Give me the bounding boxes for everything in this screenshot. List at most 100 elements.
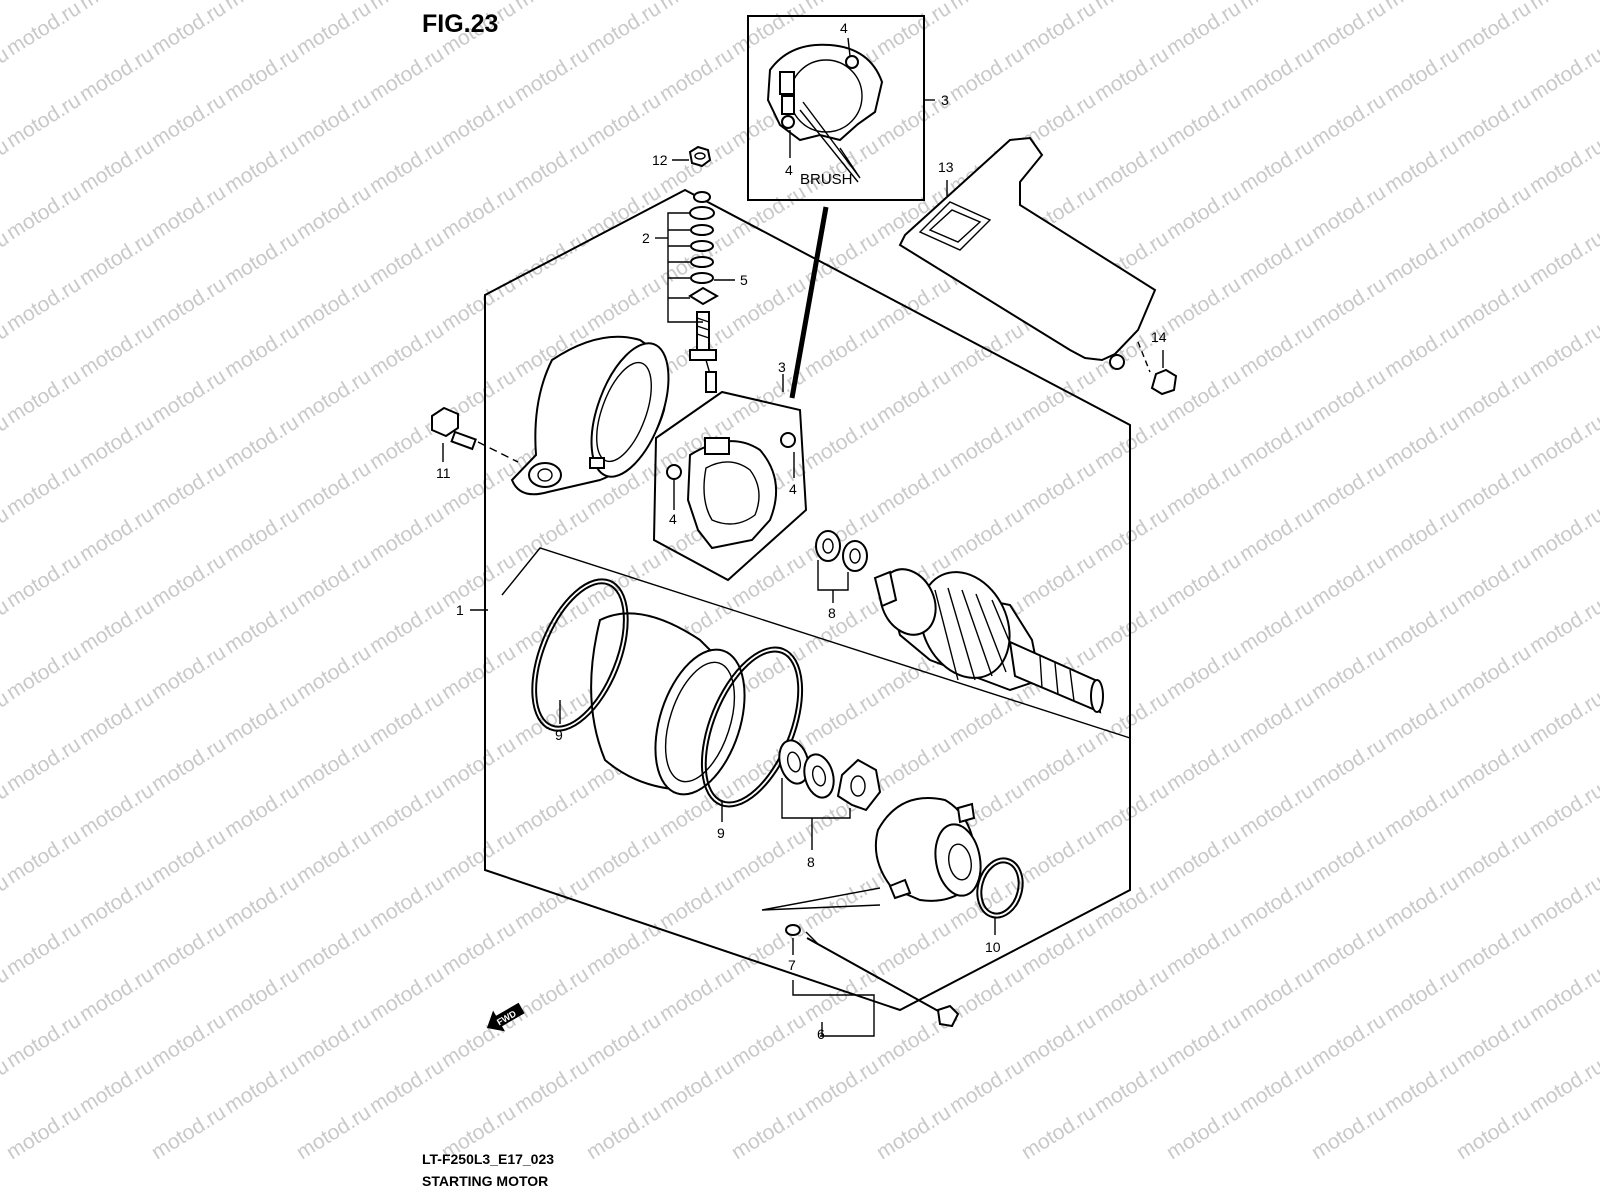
label-7: 7 — [788, 957, 796, 973]
watermark-text: motod.ru — [727, 825, 809, 888]
watermark-text: motod.ru — [220, 135, 302, 198]
watermark-text: motod.ru — [510, 503, 592, 566]
label-14: 14 — [1151, 329, 1167, 345]
watermark-text: motod.ru — [1452, 181, 1534, 244]
watermark-text: motod.ru — [75, 319, 157, 382]
watermark-text: motod.ru — [75, 411, 157, 474]
watermark-text: motod.ru — [872, 917, 954, 980]
watermark-text: motod.ru — [2, 549, 84, 612]
label-2: 2 — [642, 230, 650, 246]
watermark-text: motod.ru — [147, 733, 229, 796]
watermark-text: motod.ru — [2, 825, 84, 888]
watermark-text: motod.ru — [510, 687, 592, 750]
watermark-text: motod.ru — [1090, 1055, 1172, 1118]
watermark-text: motod.ru — [365, 687, 447, 750]
watermark-text: motod.ru — [582, 1009, 664, 1072]
watermark-text: motod.ru — [510, 135, 592, 198]
watermark-text: motod.ru — [1235, 0, 1317, 14]
watermark-text: motod.ru — [1090, 595, 1172, 658]
watermark-text: motod.ru — [147, 549, 229, 612]
watermark-text: motod.ru — [292, 457, 374, 520]
watermark-text: motod.ru — [800, 687, 882, 750]
watermark-text: motod.ru — [1380, 687, 1462, 750]
watermark-text: motod.ru — [655, 0, 737, 14]
inset-leader-4-top — [847, 37, 851, 57]
watermark-text: motod.ru — [1162, 457, 1244, 520]
watermark-text: motod.ru — [510, 595, 592, 658]
watermark-text: motod.ru — [220, 227, 302, 290]
watermark-text: motod.ru — [220, 871, 302, 934]
watermark-text: motod.ru — [147, 0, 229, 60]
watermark-text: motod.ru — [2, 1009, 84, 1072]
watermark-text: motod.ru — [292, 825, 374, 888]
watermark-text: motod.ru — [1162, 0, 1244, 60]
watermark-text: motod.ru — [220, 595, 302, 658]
watermark-text: motod.ru — [1525, 135, 1600, 198]
inset-brush-bottom — [781, 95, 795, 115]
watermark-text: motod.ru — [147, 365, 229, 428]
watermark-text: motod.ru — [1017, 365, 1099, 428]
watermark-text: motod.ru — [75, 871, 157, 934]
part-6-through-bolt: 7 6 — [761, 887, 960, 1042]
watermark-text: motod.ru — [2, 0, 84, 60]
watermark-text: motod.ru — [1235, 43, 1317, 106]
watermark-text: motod.ru — [292, 1009, 374, 1072]
watermark-text: motod.ru — [1525, 963, 1600, 1026]
brush-holder-inset: 4 4 3 BRUSH — [747, 15, 949, 201]
watermark-text: motod.ru — [1235, 319, 1317, 382]
watermark-text: motod.ru — [1452, 1101, 1534, 1164]
watermark-text: motod.ru — [437, 733, 519, 796]
watermark-text: motod.ru — [1380, 43, 1462, 106]
watermark-text: motod.ru — [655, 963, 737, 1026]
watermark-text: motod.ru — [1525, 411, 1600, 474]
watermark-text: motod.ru — [1452, 273, 1534, 336]
watermark-text: motod.ru — [1380, 411, 1462, 474]
watermark-text: motod.ru — [437, 825, 519, 888]
watermark-text: motod.ru — [437, 641, 519, 704]
figure-title: FIG.23 — [422, 10, 498, 38]
watermark-text: motod.ru — [582, 181, 664, 244]
watermark-text: motod.ru — [510, 0, 592, 14]
watermark-text: motod.ru — [1235, 779, 1317, 842]
figure-code: LT-F250L3_E17_023 — [422, 1151, 554, 1167]
watermark-text: motod.ru — [872, 365, 954, 428]
label-9-left: 9 — [555, 727, 563, 743]
watermark-text: motod.ru — [655, 1055, 737, 1118]
watermark-text: motod.ru — [1235, 227, 1317, 290]
label-5: 5 — [740, 272, 748, 288]
inset-brush-arrow-b — [799, 109, 859, 183]
watermark-text: motod.ru — [945, 503, 1027, 566]
watermark-text: motod.ru — [147, 181, 229, 244]
watermark-text: motod.ru — [365, 779, 447, 842]
watermark-text: motod.ru — [1090, 963, 1172, 1026]
watermark-text: motod.ru — [1162, 89, 1244, 152]
brush-plate-group: 3 4 4 — [652, 359, 808, 582]
watermark-text: motod.ru — [1307, 181, 1389, 244]
watermark-text: motod.ru — [510, 779, 592, 842]
figure-caption: STARTING MOTOR — [422, 1173, 548, 1189]
watermark-text: motod.ru — [1017, 1009, 1099, 1072]
watermark-text: motod.ru — [1452, 917, 1534, 980]
brush-label: BRUSH — [800, 171, 853, 188]
watermark-text: motod.ru — [1525, 595, 1600, 658]
watermark-text: motod.ru — [872, 457, 954, 520]
watermark-text: motod.ru — [510, 963, 592, 1026]
watermark-text: motod.ru — [1380, 0, 1462, 14]
watermark-text: motod.ru — [292, 641, 374, 704]
watermark-text: motod.ru — [147, 457, 229, 520]
watermark-text: motod.ru — [727, 1009, 809, 1072]
part-14-bolt: 14 — [1137, 329, 1178, 396]
watermark-text: motod.ru — [800, 411, 882, 474]
watermark-text: motod.ru — [727, 549, 809, 612]
watermark-text: motod.ru — [1162, 1009, 1244, 1072]
watermark-text: motod.ru — [1307, 273, 1389, 336]
watermark-text: motod.ru — [365, 963, 447, 1026]
watermark-text: motod.ru — [1380, 779, 1462, 842]
label-12: 12 — [652, 152, 668, 168]
watermark-text: motod.ru — [292, 549, 374, 612]
watermark-text: motod.ru — [1017, 549, 1099, 612]
watermark-text: motod.ru — [1307, 365, 1389, 428]
watermark-text: motod.ru — [1380, 135, 1462, 198]
watermark-text: motod.ru — [582, 825, 664, 888]
watermark-text: motod.ru — [1090, 503, 1172, 566]
